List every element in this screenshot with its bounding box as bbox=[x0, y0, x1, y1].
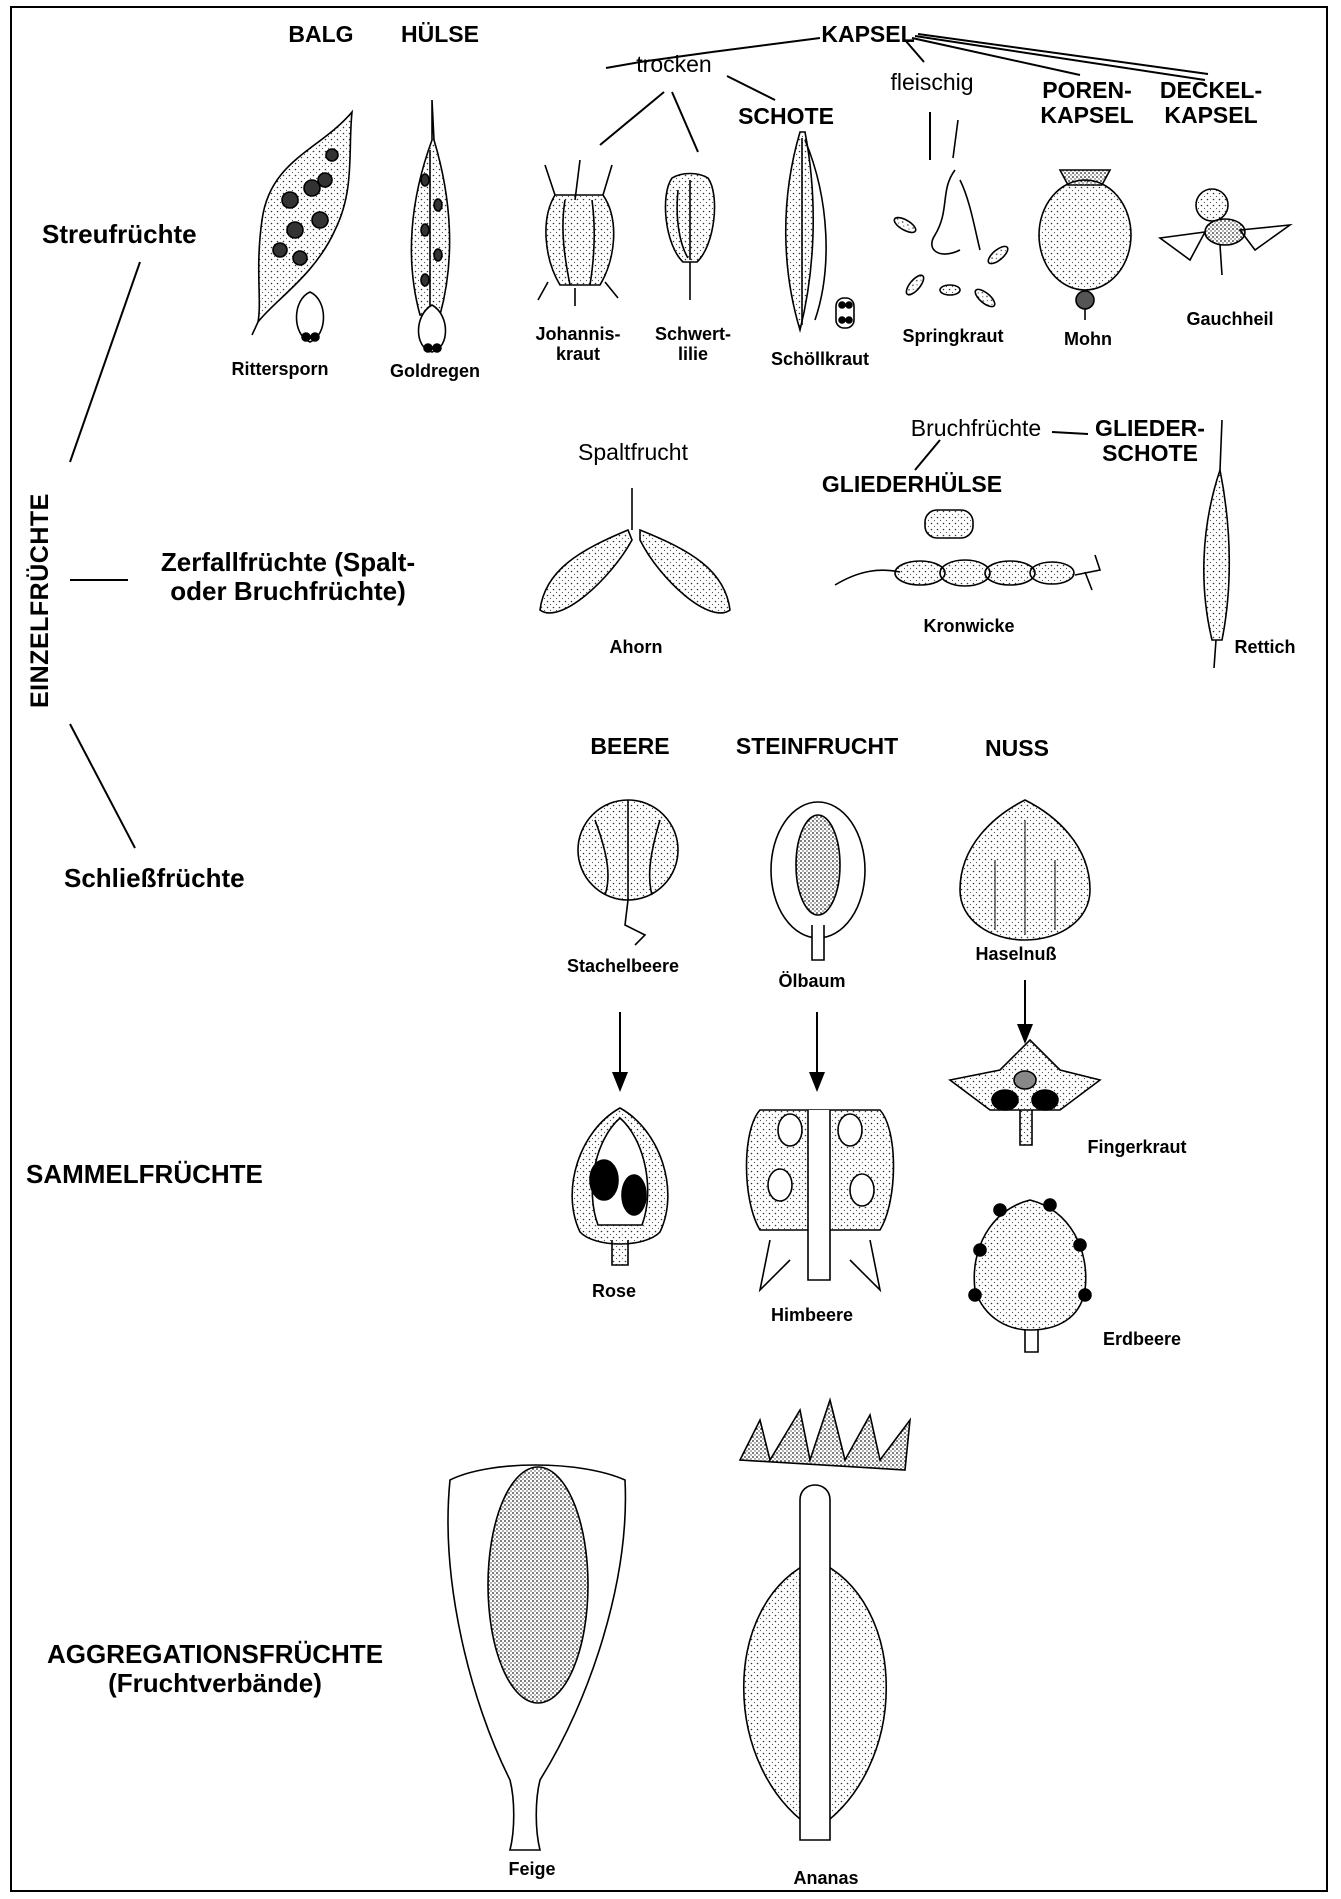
label-steinfrucht: STEINFRUCHT bbox=[736, 734, 898, 759]
caption-mohn: Mohn bbox=[1064, 330, 1112, 350]
springkraut-drawing bbox=[892, 120, 1010, 310]
fingerkraut-drawing bbox=[950, 1040, 1100, 1145]
caption-rose: Rose bbox=[592, 1282, 636, 1302]
caption-kronwicke: Kronwicke bbox=[923, 617, 1014, 637]
label-spaltfrucht: Spaltfrucht bbox=[578, 440, 688, 465]
caption-himbeere: Himbeere bbox=[771, 1306, 853, 1326]
label-einzelfruechte: EINZELFRÜCHTE bbox=[26, 493, 55, 708]
caption-erdbeere: Erdbeere bbox=[1103, 1330, 1181, 1350]
caption-ahorn: Ahorn bbox=[610, 638, 663, 658]
johanniskraut-drawing bbox=[538, 160, 618, 306]
erdbeere-drawing bbox=[969, 1199, 1091, 1352]
label-gliederschote: GLIEDER-SCHOTE bbox=[1095, 416, 1205, 467]
label-schote: SCHOTE bbox=[738, 104, 834, 129]
label-trocken: trocken bbox=[636, 52, 711, 77]
caption-schoellkraut: Schöllkraut bbox=[771, 350, 869, 370]
caption-johanniskraut: Johannis- kraut bbox=[535, 325, 620, 365]
label-deckelkapsel: DECKEL-KAPSEL bbox=[1160, 78, 1262, 129]
label-huelse: HÜLSE bbox=[401, 22, 479, 47]
rose-drawing bbox=[572, 1108, 668, 1265]
caption-feige: Feige bbox=[508, 1860, 555, 1880]
ananas-drawing bbox=[740, 1400, 910, 1840]
stachelbeere-drawing bbox=[578, 800, 678, 945]
caption-springkraut: Springkraut bbox=[902, 327, 1003, 347]
schoellkraut-drawing bbox=[786, 132, 854, 330]
label-nuss: NUSS bbox=[985, 736, 1049, 761]
haselnuss-drawing bbox=[960, 800, 1090, 940]
label-beere: BEERE bbox=[590, 734, 669, 759]
caption-oelbaum: Ölbaum bbox=[778, 972, 845, 992]
himbeere-drawing bbox=[747, 1110, 894, 1290]
feige-drawing bbox=[448, 1465, 625, 1850]
caption-gauchheil: Gauchheil bbox=[1186, 310, 1273, 330]
label-sammelfruechte: SAMMELFRÜCHTE bbox=[26, 1160, 263, 1189]
gauchheil-drawing bbox=[1160, 189, 1290, 275]
label-aggregationsfruechte: AGGREGATIONSFRÜCHTE(Fruchtverbände) bbox=[47, 1640, 383, 1697]
label-zerfallfruechte: Zerfallfrüchte (Spalt-oder Bruchfrüchte) bbox=[161, 548, 415, 605]
label-kapsel: KAPSEL bbox=[821, 22, 914, 47]
rettich-drawing bbox=[1204, 420, 1229, 668]
caption-ananas: Ananas bbox=[793, 1869, 858, 1889]
goldregen-drawing bbox=[411, 100, 449, 352]
caption-goldregen: Goldregen bbox=[390, 362, 480, 382]
caption-haselnuss: Haselnuß bbox=[975, 945, 1056, 965]
caption-schwertlilie: Schwert- lilie bbox=[655, 325, 731, 365]
caption-fingerkraut: Fingerkraut bbox=[1087, 1138, 1186, 1158]
label-fleischig: fleischig bbox=[890, 70, 973, 95]
rittersporn-drawing bbox=[252, 112, 352, 342]
caption-rittersporn: Rittersporn bbox=[231, 360, 328, 380]
label-balg: BALG bbox=[288, 22, 353, 47]
ahorn-drawing bbox=[540, 488, 730, 613]
kronwicke-drawing bbox=[835, 510, 1100, 590]
label-gliederhuelse: GLIEDERHÜLSE bbox=[822, 472, 1002, 497]
oelbaum-drawing bbox=[771, 802, 865, 960]
mohn-drawing bbox=[1039, 170, 1131, 320]
schwertlilie-drawing bbox=[665, 174, 714, 301]
label-porenkapsel: POREN-KAPSEL bbox=[1040, 78, 1133, 129]
label-streufruechte: Streufrüchte bbox=[42, 220, 197, 249]
label-schliessfruechte: Schließfrüchte bbox=[64, 864, 245, 893]
caption-stachelbeere: Stachelbeere bbox=[567, 957, 679, 977]
caption-rettich: Rettich bbox=[1234, 638, 1295, 658]
label-bruchfruechte: Bruchfrüchte bbox=[911, 416, 1041, 441]
